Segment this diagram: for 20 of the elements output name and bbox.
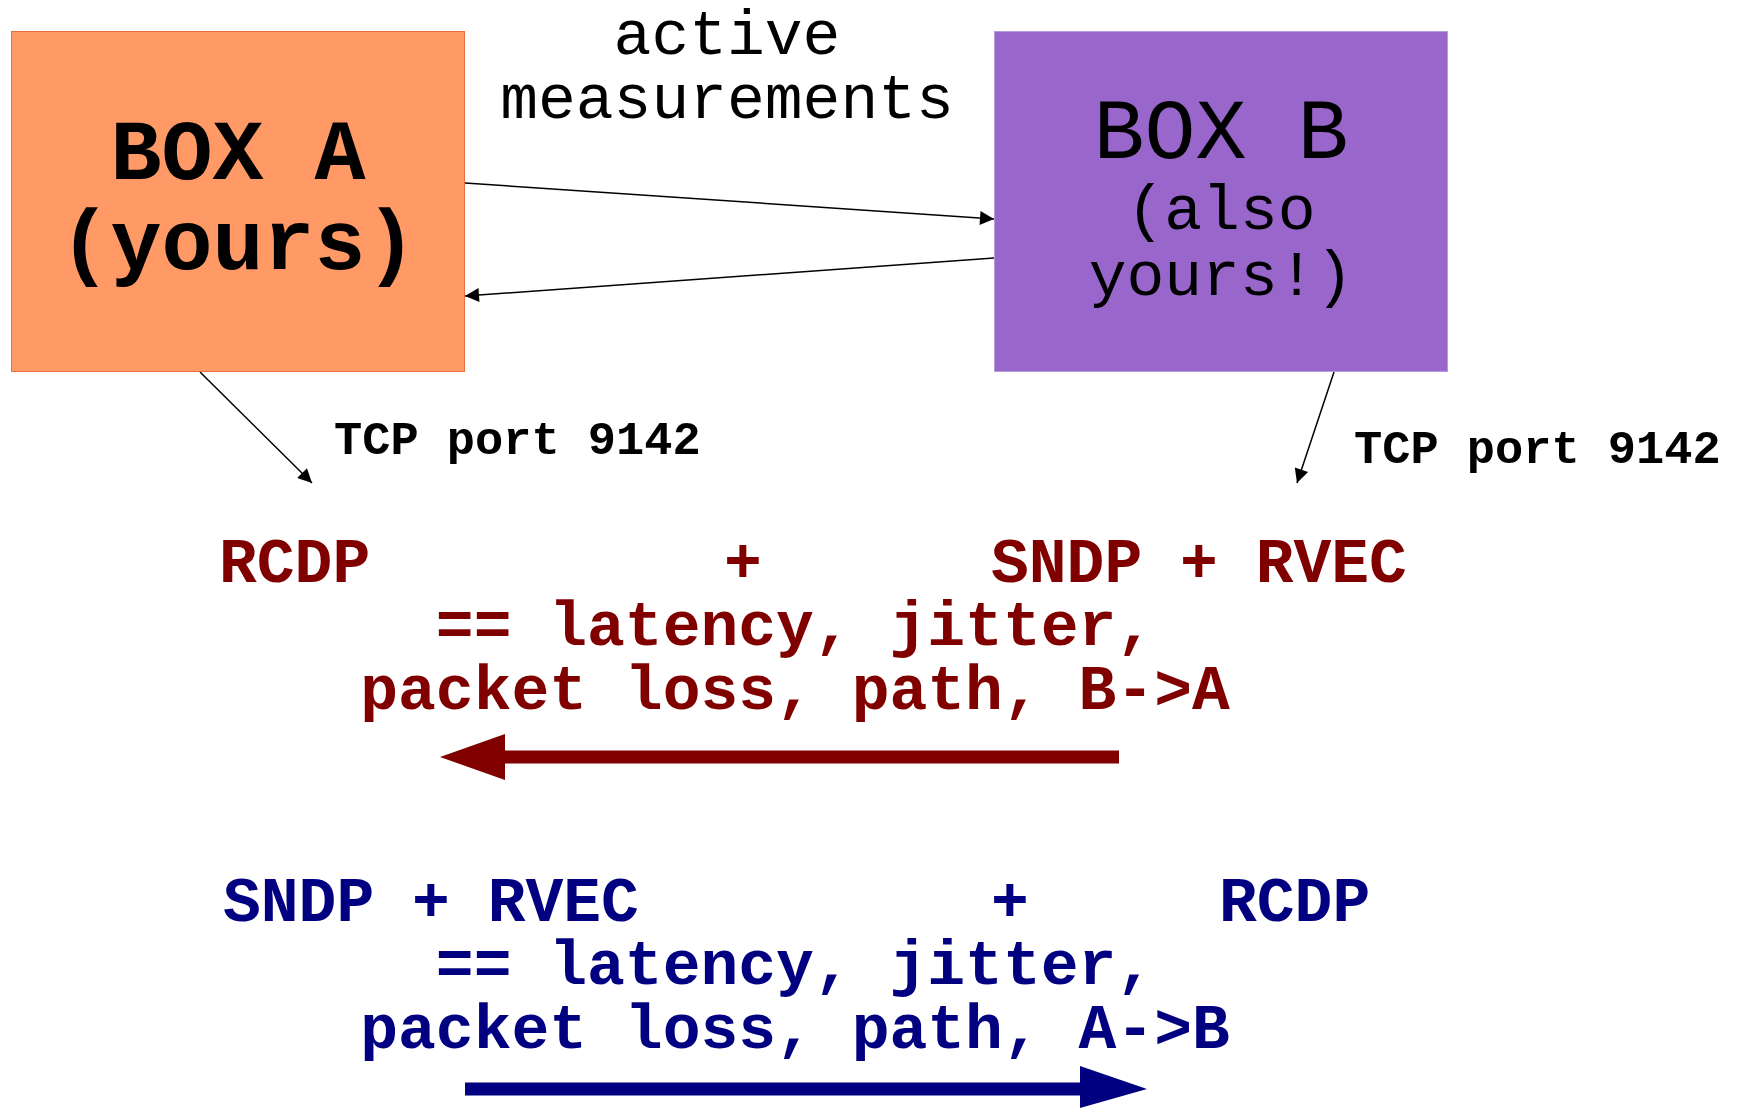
label-text: SNDP + RVEC: [991, 534, 1408, 599]
arrow: [1294, 371, 1335, 484]
label-text: +: [991, 873, 1029, 938]
label-text: RCDP: [1219, 873, 1372, 938]
edge-label: TCP port 9142: [334, 418, 701, 466]
arrow: [464, 182, 995, 226]
label-text: == latency, jitter, packet loss, path, A->B: [359, 936, 1231, 1065]
box-title: BOX A (yours): [58, 112, 418, 291]
label-text: RCDP: [219, 534, 372, 599]
label-text: +: [724, 534, 762, 599]
arrow: [464, 257, 995, 302]
edge-label: TCP port 9142: [1354, 427, 1721, 475]
node-box: [994, 31, 1448, 372]
label-text: == latency, jitter, packet loss, path, B->A: [359, 597, 1231, 726]
node-box: [11, 31, 465, 372]
arrow: [199, 371, 313, 484]
label-text: SNDP + RVEC: [223, 873, 639, 938]
box-title: BOX B: [1092, 90, 1350, 180]
label-text: active measurements: [499, 6, 955, 135]
box-subtitle: (also yours!): [1087, 180, 1355, 313]
